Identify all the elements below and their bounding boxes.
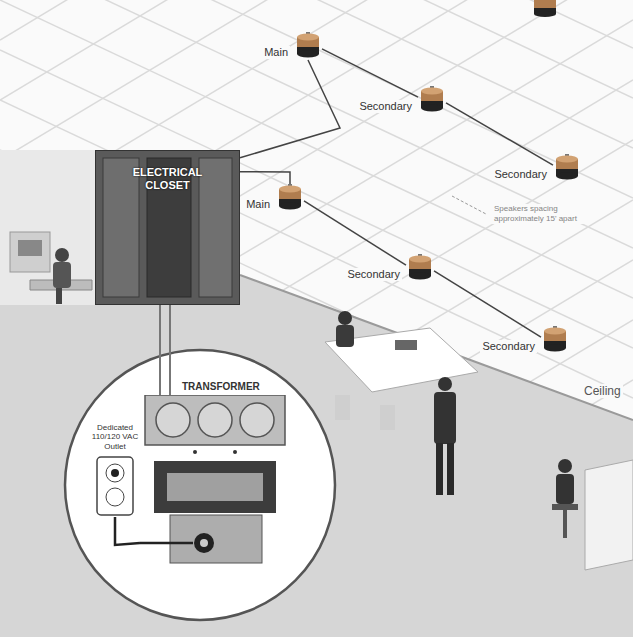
transformer-node: TRANSFORMER — [140, 395, 290, 565]
transformer-window — [167, 473, 263, 501]
outlet-socket — [106, 488, 124, 506]
speaker-node: Secondary — [418, 86, 446, 114]
electrical-closet: ELECTRICAL CLOSET — [95, 150, 240, 305]
transformer-base — [170, 515, 262, 563]
closet-body — [95, 150, 240, 305]
spacing-dimension — [452, 196, 486, 214]
transformer-drawing — [140, 395, 290, 565]
power-cord — [140, 542, 193, 545]
speaker-node: Secondary — [541, 326, 569, 354]
speaker-label: Secondary — [492, 168, 549, 181]
wire-connector — [160, 305, 170, 395]
speaker-node: Secondary — [406, 254, 434, 282]
speaker-node: Secondary — [553, 154, 581, 182]
plug-head — [111, 469, 119, 477]
speaker-icon — [541, 326, 569, 354]
speaker-top — [409, 256, 431, 263]
power-jack — [194, 533, 214, 553]
speaker-label: Main — [244, 198, 272, 211]
closet-label: ELECTRICAL CLOSET — [120, 166, 216, 192]
speaker-top — [297, 34, 319, 41]
wire-connector — [304, 201, 406, 265]
transformer-coil — [198, 403, 232, 437]
speaker-top — [556, 156, 578, 163]
speaker-bottom — [421, 105, 443, 112]
person-on-phone — [434, 377, 456, 495]
speaker-top — [279, 186, 301, 193]
speaker-label: Secondary — [480, 340, 537, 353]
speaker-label: Main — [262, 46, 290, 59]
speaker-bottom — [279, 203, 301, 210]
terminal-dot — [193, 450, 197, 454]
transformer-frame — [154, 461, 276, 513]
outlet-drawing — [95, 455, 135, 517]
outlet-node: Dedicated 110/120 VAC Outlet — [95, 455, 135, 517]
desk-worker — [552, 459, 633, 570]
closet-panel — [199, 158, 232, 297]
speaker-bottom — [544, 345, 566, 352]
closet-room — [0, 150, 95, 305]
wire-connector — [322, 49, 418, 97]
outlet-socket — [106, 464, 124, 482]
transformer-top — [145, 395, 285, 445]
ceiling — [0, 0, 633, 420]
wire-connector — [446, 103, 553, 165]
spacing-note: Speakers spacing approximately 15' apart — [492, 204, 584, 224]
speaker-top — [544, 328, 566, 335]
transformer-label: TRANSFORMER — [180, 381, 262, 393]
speaker-bottom — [409, 273, 431, 280]
wire-connector — [434, 271, 541, 337]
closet-panel — [147, 158, 191, 297]
speaker-icon — [418, 86, 446, 114]
speaker-icon — [276, 184, 304, 212]
terminal-dot — [233, 450, 237, 454]
speaker-label: Secondary — [357, 100, 414, 113]
speaker-label: Secondary — [345, 268, 402, 281]
power-jack — [200, 539, 208, 547]
outlet-label: Dedicated 110/120 VAC Outlet — [87, 423, 143, 452]
transformer-coil — [240, 403, 274, 437]
closet-panel — [103, 158, 139, 297]
speaker-bottom — [556, 173, 578, 180]
speaker-top — [421, 88, 443, 95]
speaker-icon — [406, 254, 434, 282]
detail-inset — [65, 350, 335, 620]
partial-speaker — [534, 0, 556, 17]
speaker-bottom — [297, 51, 319, 58]
speaker-node: Main — [276, 184, 304, 212]
speaker-icon — [294, 32, 322, 60]
wire-connector — [240, 172, 290, 184]
speaker-node: Main — [294, 32, 322, 60]
wire-connector — [115, 517, 140, 545]
outlet-plate — [97, 457, 133, 515]
wire-connector — [240, 60, 340, 158]
ceiling-label: Ceiling — [582, 384, 623, 398]
transformer-coil — [156, 403, 190, 437]
speaker-icon — [553, 154, 581, 182]
